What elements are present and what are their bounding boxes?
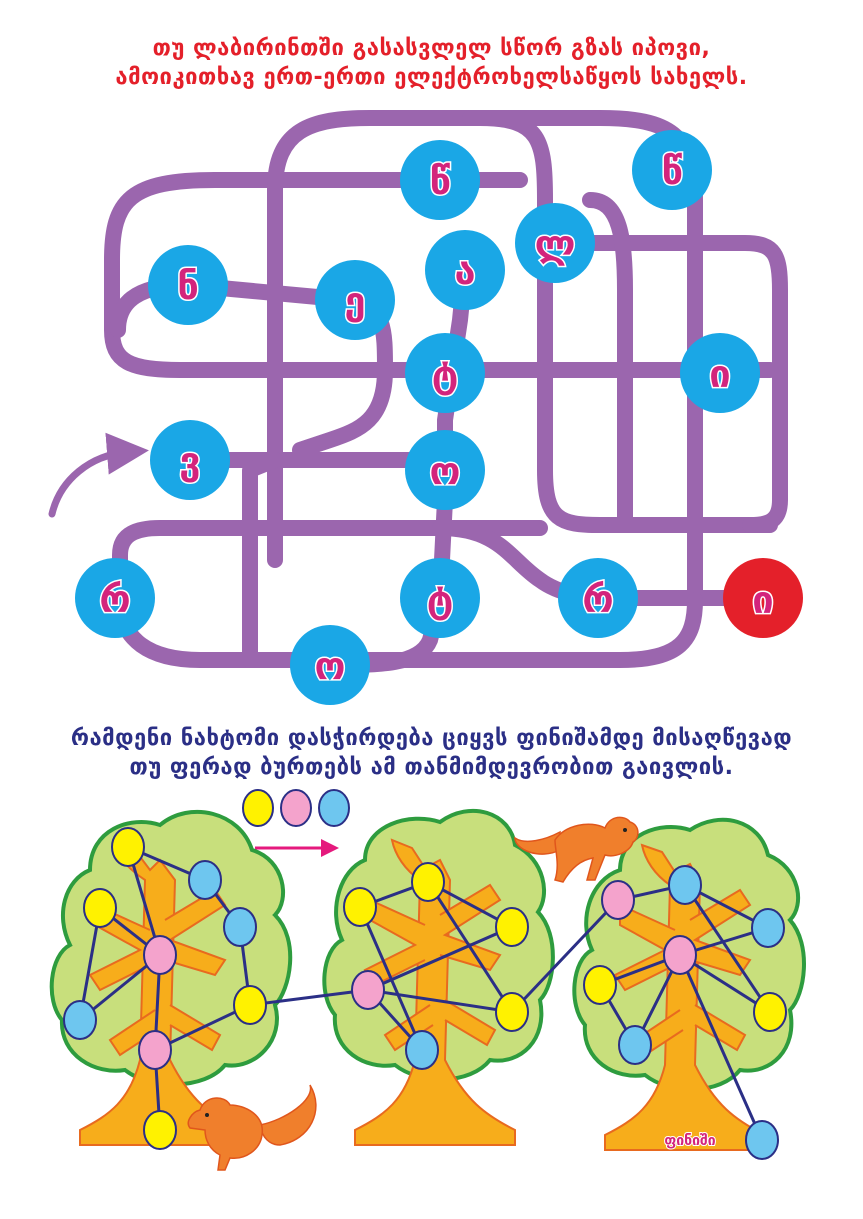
maze-letter-node[interactable]: ო <box>290 625 370 705</box>
maze-start-arrow <box>48 432 149 518</box>
maze-title: თუ ლაბირინთში გასასვლელ სწორ გზას იპოვი,… <box>0 34 863 92</box>
tree-ball[interactable] <box>495 907 529 947</box>
tree-ball[interactable] <box>143 1110 177 1150</box>
maze-node-circle[interactable] <box>148 245 228 325</box>
tree-ball[interactable] <box>63 1000 97 1040</box>
tree-ball[interactable] <box>138 1030 172 1070</box>
tree-ball[interactable] <box>583 965 617 1005</box>
maze-node-letter: ტ <box>432 352 459 396</box>
maze-node-circle[interactable] <box>425 230 505 310</box>
squirrel-eye <box>205 1113 209 1117</box>
maze-node-circle[interactable] <box>400 558 480 638</box>
maze-exit-node[interactable]: ი <box>723 558 803 638</box>
tree-trunk <box>604 843 766 1151</box>
tree-ball[interactable] <box>745 1120 779 1160</box>
maze-letter-node[interactable]: ნ <box>148 245 228 325</box>
maze-exit-circle[interactable] <box>723 558 803 638</box>
tree-ball[interactable] <box>233 985 267 1025</box>
maze-node-circle[interactable] <box>290 625 370 705</box>
maze-node-circle[interactable] <box>680 333 760 413</box>
tree-ball[interactable] <box>411 862 445 902</box>
maze-node-letter: ი <box>709 352 730 396</box>
maze-node-circle[interactable] <box>315 260 395 340</box>
maze-node-letter: ო <box>315 644 346 688</box>
squirrel-top <box>514 816 639 883</box>
tree-ball[interactable] <box>668 865 702 905</box>
maze-letter-node[interactable]: წ <box>400 140 480 220</box>
maze-node-letter: ე <box>344 279 365 323</box>
squirrel-tail <box>259 1084 317 1146</box>
maze-letter-node[interactable]: ი <box>680 333 760 413</box>
squirrel-eye <box>623 828 627 832</box>
maze-exit-letter: ი <box>752 578 773 622</box>
maze-node-letter: ვ <box>179 439 200 483</box>
sequence-ball <box>318 789 350 827</box>
tree-ball[interactable] <box>111 827 145 867</box>
tree-ball[interactable] <box>351 970 385 1010</box>
maze-node-circle[interactable] <box>405 430 485 510</box>
maze-node-circle[interactable] <box>632 130 712 210</box>
maze-title-line-2: ამოიკითხავ ერთ-ერთი ელექტროხელსაწყოს სახ… <box>115 65 748 90</box>
maze-node-circle[interactable] <box>400 140 480 220</box>
maze-node-circle[interactable] <box>558 558 638 638</box>
maze-path[interactable] <box>552 235 788 533</box>
tree-title-line-2: თუ ფერად ბურთებს ამ თანმიმდევრობით გაივლ… <box>129 755 734 780</box>
tree-puzzle-title: რამდენი ნახტომი დასჭირდება ციყვს ფინიშამ… <box>0 724 863 782</box>
maze-letter-node[interactable]: რ <box>558 558 638 638</box>
maze-path[interactable] <box>582 192 633 528</box>
maze-letter-node[interactable]: ა <box>425 230 505 310</box>
tree-trunk <box>354 838 516 1146</box>
maze-letter-node[interactable]: ე <box>315 260 395 340</box>
maze-title-line-1: თუ ლაბირინთში გასასვლელ სწორ გზას იპოვი, <box>152 36 711 61</box>
maze-node-circle[interactable] <box>150 420 230 500</box>
maze-node-letter: რ <box>99 577 130 621</box>
tree-ball[interactable] <box>495 992 529 1032</box>
maze-path[interactable] <box>112 520 548 608</box>
tree-ball[interactable] <box>751 908 785 948</box>
maze-letter-nodes: წ წ ლ ნ ე ა ტ ი ვ ო რ ტ რ ო <box>75 130 760 705</box>
maze-node-letter: ტ <box>427 577 454 621</box>
tree-ball[interactable] <box>753 992 787 1032</box>
squirrel-body <box>554 816 639 883</box>
tree-branches <box>363 883 502 1052</box>
maze-node-letter: ლ <box>535 222 576 266</box>
squirrel-tail <box>514 830 561 855</box>
maze-node-letter: ნ <box>177 264 199 308</box>
tree-ball[interactable] <box>601 880 635 920</box>
maze-path[interactable] <box>104 172 778 378</box>
ball-sequence-legend <box>242 789 350 827</box>
maze-node-circle[interactable] <box>515 203 595 283</box>
maze-node-circle[interactable] <box>75 558 155 638</box>
tree-ball[interactable] <box>618 1025 652 1065</box>
maze-path[interactable] <box>242 452 283 668</box>
tree-ball[interactable] <box>405 1030 439 1070</box>
squirrel-bottom <box>187 1084 317 1171</box>
maze-node-letter: წ <box>429 159 450 203</box>
maze-letter-node[interactable]: რ <box>75 558 155 638</box>
maze-letter-node[interactable]: ვ <box>150 420 230 500</box>
sequence-ball <box>242 789 274 827</box>
maze-letter-node[interactable]: ტ <box>400 558 480 638</box>
maze-letter-node[interactable]: ო <box>405 430 485 510</box>
tree-ball[interactable] <box>83 888 117 928</box>
maze-node-circle[interactable] <box>405 333 485 413</box>
tree-ball[interactable] <box>343 887 377 927</box>
tree-title-line-1: რამდენი ნახტომი დასჭირდება ციყვს ფინიშამ… <box>70 726 793 751</box>
sequence-ball <box>280 789 312 827</box>
tree-ball[interactable] <box>188 860 222 900</box>
maze-node-letter: რ <box>582 577 613 621</box>
tree-ball[interactable] <box>223 907 257 947</box>
maze-node-letter: წ <box>661 149 682 193</box>
maze-letter-node[interactable]: წ <box>632 130 712 210</box>
tree-balls <box>63 827 787 1160</box>
maze-path[interactable] <box>267 110 778 568</box>
finish-label: ფინიში <box>664 1133 715 1149</box>
tree-ball[interactable] <box>663 935 697 975</box>
maze-node-letter: ა <box>454 249 475 293</box>
maze-letter-node[interactable]: ლ <box>515 203 595 283</box>
maze-letter-node[interactable]: ტ <box>405 333 485 413</box>
tree-ball[interactable] <box>143 935 177 975</box>
maze-node-letter: ო <box>430 449 461 493</box>
